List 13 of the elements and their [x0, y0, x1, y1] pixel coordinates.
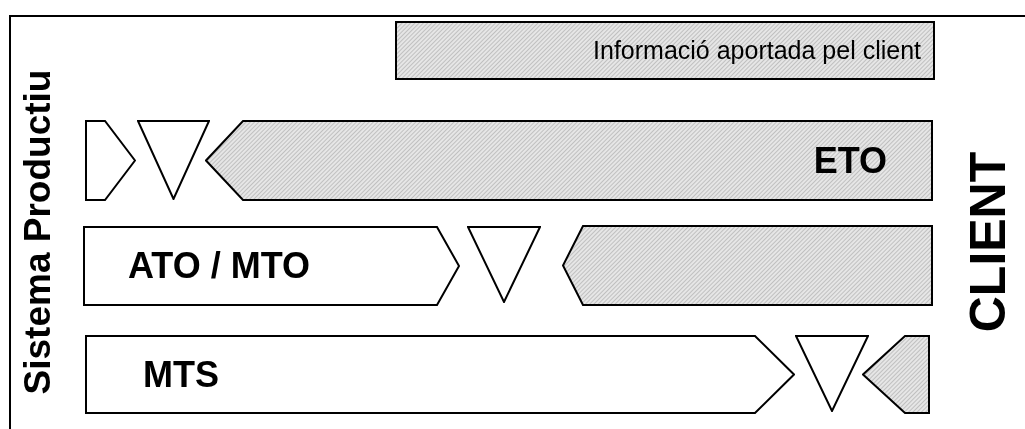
arrow-shape [85, 120, 136, 201]
arrow-shape [83, 226, 460, 306]
arrow-shape [862, 335, 930, 414]
legend-box [395, 21, 935, 80]
decoupling-triangle [795, 335, 869, 412]
node-label: ATO / MTO [128, 248, 310, 284]
node-label: MTS [143, 356, 219, 393]
decoupling-triangle [467, 226, 541, 303]
node-label: ETO [813, 142, 887, 179]
axis-label: CLIENT [963, 151, 1013, 333]
node-label: Informació aportada pel client [593, 38, 921, 63]
axis-label: Sistema Productiu [18, 69, 56, 395]
decoupling-triangle [137, 120, 210, 200]
